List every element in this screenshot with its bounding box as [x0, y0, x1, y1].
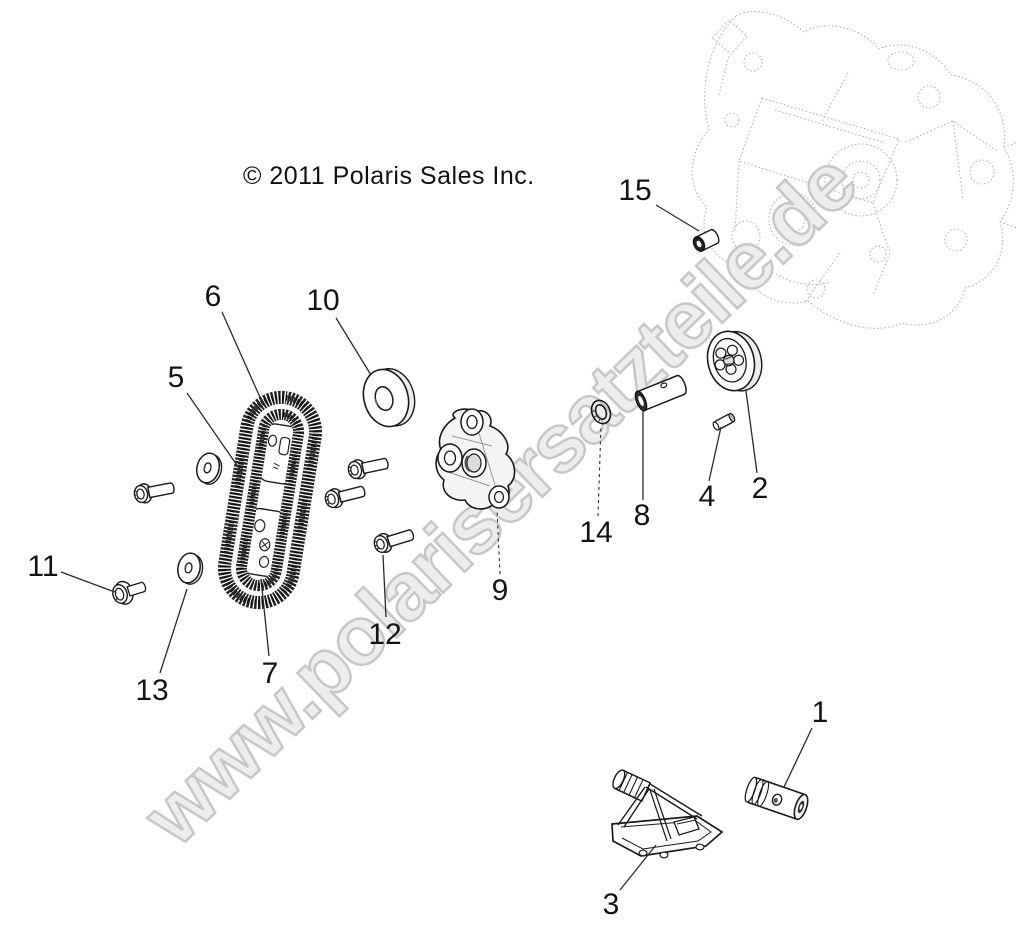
leader-line-9 — [496, 508, 501, 575]
leader-line-10 — [335, 317, 372, 376]
part-bolt-left — [131, 477, 177, 506]
part-screw-11 — [112, 580, 147, 605]
part-oil-pump-drive-chain — [217, 390, 323, 610]
leader-line-1 — [783, 727, 813, 788]
leader-line-6 — [221, 311, 264, 405]
part-bolt-upper — [345, 453, 391, 482]
part-bolt-12 — [371, 524, 417, 556]
leader-line-13 — [159, 588, 188, 674]
leader-line-5 — [186, 392, 244, 475]
part-pin-8 — [634, 374, 687, 412]
leader-line-7 — [260, 578, 270, 657]
leader-line-2 — [745, 390, 758, 474]
part-oring-14 — [590, 399, 612, 425]
part-washer-13 — [174, 550, 207, 588]
part-plug-15 — [692, 228, 720, 252]
part-bolt-middle — [322, 480, 368, 511]
leader-line-3 — [619, 844, 657, 891]
part-cup-10 — [362, 368, 416, 428]
part-plunger-1 — [744, 776, 809, 821]
leader-lines — [60, 204, 813, 891]
leader-line-14 — [597, 424, 602, 517]
leader-line-11 — [60, 571, 113, 592]
leader-line-15 — [655, 204, 700, 232]
part-washer-5 — [192, 449, 226, 488]
leader-line-12 — [382, 554, 387, 618]
part-oil-pump-9 — [435, 408, 516, 510]
leader-line-4 — [708, 426, 722, 482]
part-pin-4 — [712, 412, 736, 431]
part-pickup-3 — [611, 769, 724, 859]
part-rotor-2 — [706, 330, 763, 392]
engine-case-outline — [691, 10, 1018, 329]
